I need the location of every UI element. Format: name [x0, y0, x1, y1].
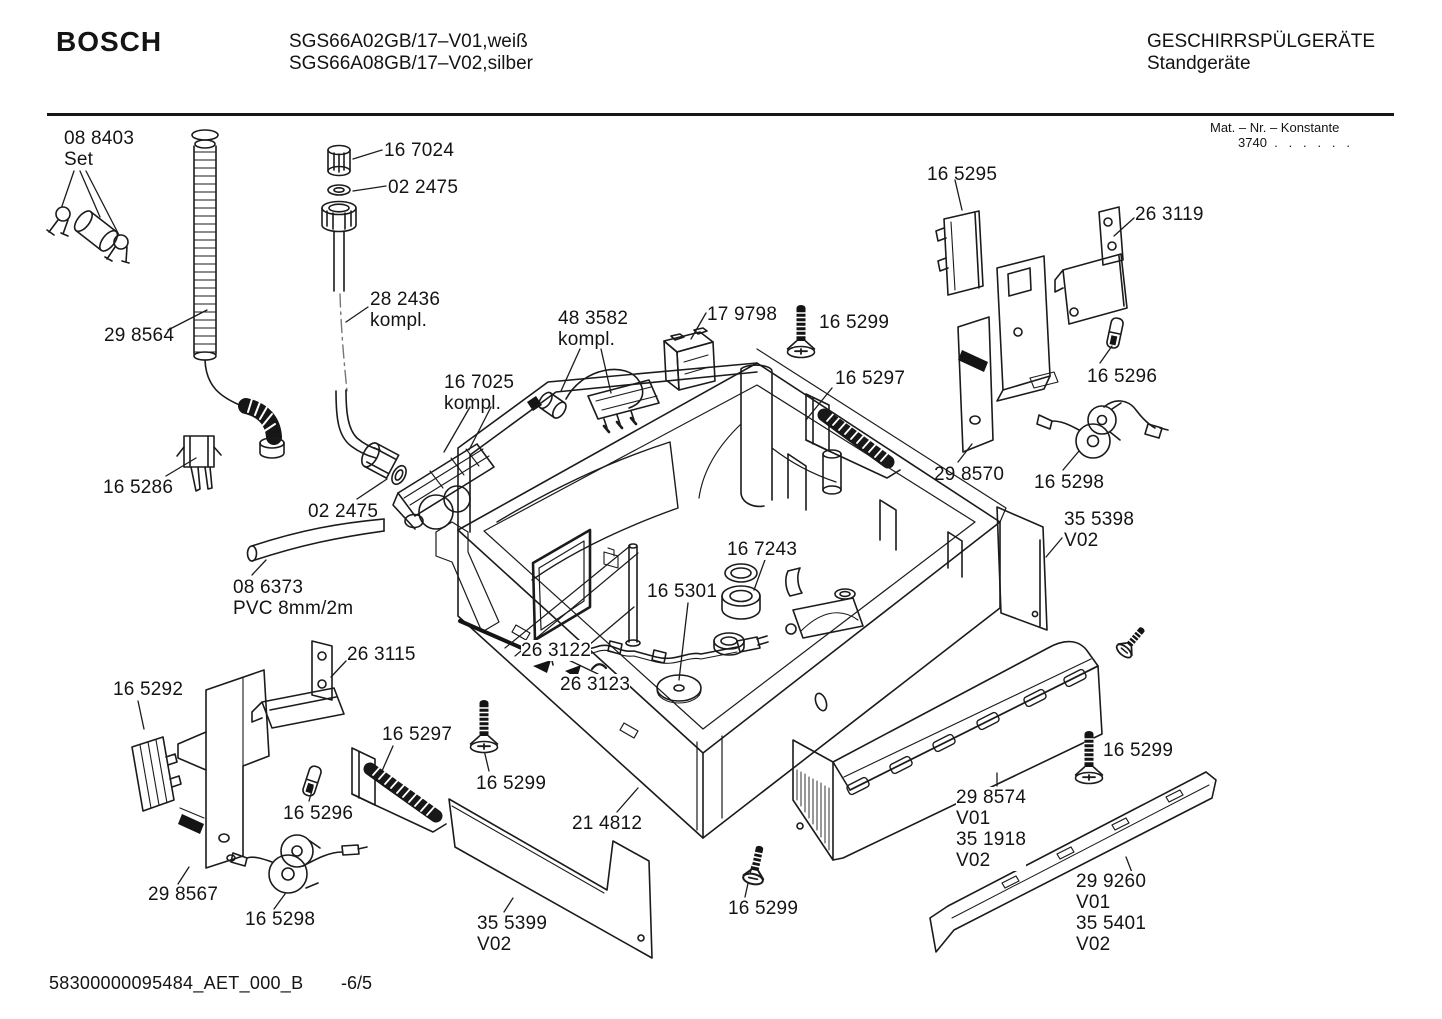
screw-16-5299-right [1074, 730, 1104, 785]
inlet-hose-28-2436 [321, 200, 407, 486]
document-number: 58300000095484_AET_000_B [49, 973, 304, 993]
part-label-16-5299-right: 16 5299 [1103, 740, 1174, 761]
bracket-29-8567 [177, 669, 270, 869]
mat-nr-value: 3740 . . . . . . [1238, 135, 1350, 150]
switch-16-5298-right [1036, 400, 1169, 459]
bracket-26-3119 [1054, 206, 1128, 325]
clip-16-5296-bottom [302, 765, 322, 797]
part-label-16-5296-right: 16 5296 [1087, 366, 1158, 387]
part-label-16-5292: 16 5292 [113, 679, 184, 700]
aquastop-cap-16-7024 [327, 144, 351, 177]
header-divider [47, 113, 1394, 116]
bracket-16-5286 [176, 435, 222, 492]
plinth-29-8574 [792, 640, 1103, 861]
part-label-08-6373: 08 6373 PVC 8mm/2m [233, 577, 354, 619]
part-label-02-2475-top: 02 2475 [388, 177, 459, 198]
part-label-26-3122: 26 3122 [521, 640, 592, 661]
part-label-29-9260: 29 9260 V01 35 5401 V02 [1076, 871, 1147, 955]
part-label-16-5295: 16 5295 [927, 164, 998, 185]
spring-damper-16-5297-bottom [351, 747, 447, 833]
part-label-16-5298-right: 16 5298 [1034, 472, 1105, 493]
mounting-disc-16-5301 [656, 674, 702, 704]
part-label-16-5298-bottom: 16 5298 [245, 909, 316, 930]
part-label-26-3123: 26 3123 [560, 674, 631, 695]
part-label-16-5296-bottom: 16 5296 [283, 803, 354, 824]
part-label-16-7243: 16 7243 [727, 539, 798, 560]
part-label-29-8564: 29 8564 [104, 325, 175, 346]
spring-damper-16-5297-top [805, 393, 901, 479]
bracket-26-3115 [251, 640, 345, 729]
part-label-29-8570: 29 8570 [934, 464, 1005, 485]
floor-details [533, 567, 864, 678]
part-label-16-7024: 16 7024 [384, 140, 455, 161]
bosch-logo: BOSCH [56, 26, 163, 57]
part-label-35-5398: 35 5398 V02 [1064, 509, 1135, 551]
switch-16-5298-bottom [230, 834, 368, 894]
washer-02-2475-top [327, 184, 351, 196]
clip-16-5296-right [1106, 317, 1124, 349]
part-label-16-5286: 16 5286 [103, 477, 174, 498]
screw-16-5299-bottom-left [469, 699, 499, 754]
part-label-02-2475-mid: 02 2475 [308, 501, 379, 522]
floor-rod-26-3122 [625, 543, 641, 647]
mat-nr-label: Mat. – Nr. – Konstante [1210, 120, 1340, 135]
part-label-16-7025: 16 7025 kompl. [444, 372, 515, 414]
part-label-48-3582: 48 3582 kompl. [558, 308, 629, 350]
part-label-26-3119: 26 3119 [1135, 204, 1204, 225]
part-label-16-5299-bottom-left: 16 5299 [476, 773, 547, 794]
part-label-29-8567: 29 8567 [148, 884, 219, 905]
panel-16-5292 [131, 736, 182, 812]
base-frame-21-4812 [435, 348, 1007, 839]
part-label-16-5299-top: 16 5299 [819, 312, 890, 333]
page-number: -6/5 [341, 973, 373, 993]
part-label-16-5297-bottom: 16 5297 [382, 724, 453, 745]
part-label-16-5297-top: 16 5297 [835, 368, 906, 389]
model-numbers: SGS66A02GB/17–V01,weiß SGS66A08GB/17–V02… [289, 31, 533, 74]
screw-16-5299-top [786, 304, 816, 359]
leader-lines [61, 149, 1135, 913]
part-label-26-3115: 26 3115 [347, 644, 416, 665]
page-title: GESCHIRRSPÜLGERÄTE Standgeräte [1147, 31, 1376, 74]
part-label-28-2436: 28 2436 kompl. [370, 289, 441, 331]
part-label-21-4812: 21 4812 [572, 813, 643, 834]
part-label-35-5399: 35 5399 V02 [477, 913, 548, 955]
panel-35-5398 [996, 506, 1048, 631]
trim-strip-29-9260 [929, 771, 1217, 953]
panel-16-5295 [935, 210, 984, 296]
screw-16-5299-small-right [1113, 621, 1151, 661]
screw-16-5299-small-center [741, 842, 771, 887]
cable-48-3582 [527, 368, 660, 434]
drain-hose-29-8564 [191, 129, 285, 459]
grommets-16-7243 [713, 563, 761, 656]
panel-35-5399 [448, 798, 653, 959]
part-label-16-5301: 16 5301 [647, 581, 718, 602]
pvc-hose-08-6373 [246, 518, 385, 562]
bracket-29-8570 [957, 255, 1059, 453]
part-label-29-8574: 29 8574 V01 35 1918 V02 [956, 787, 1027, 871]
part-label-17-9798: 17 9798 [707, 304, 778, 325]
inlet-valve-16-7025 [392, 443, 495, 530]
hose-clamp-set-08-8403 [46, 206, 130, 264]
part-label-16-5299-bottom-center: 16 5299 [728, 898, 799, 919]
part-label-08-8403: 08 8403 Set [64, 128, 135, 170]
